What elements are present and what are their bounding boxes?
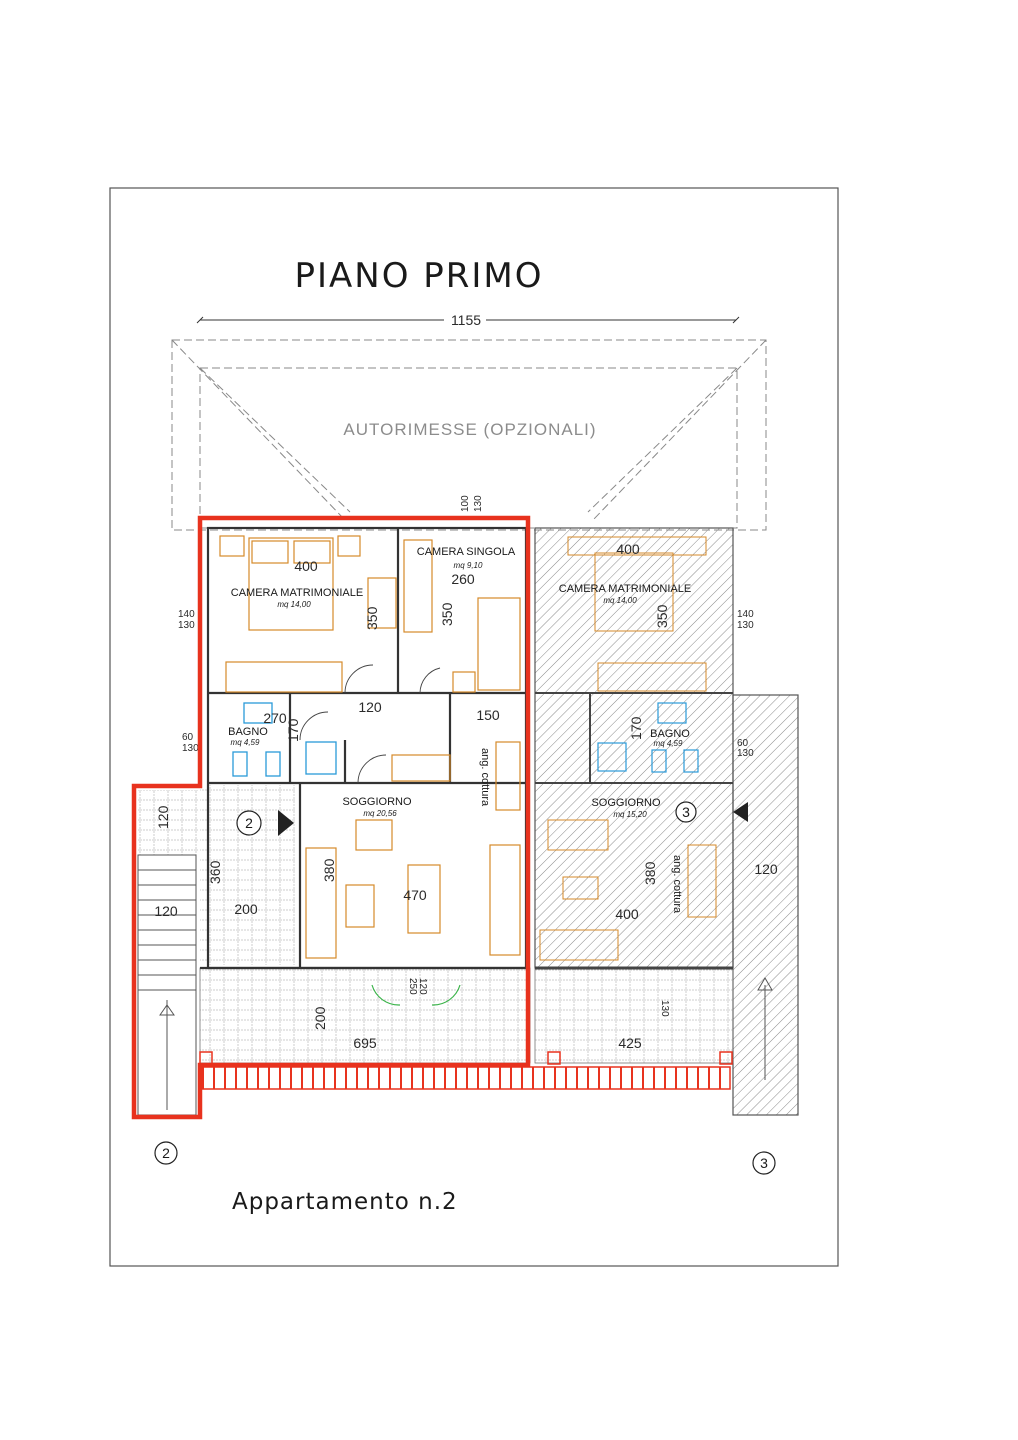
apt3-bath-area: mq 4,59 [654, 739, 683, 748]
apt2-interior-door-swings [299, 664, 441, 784]
apt2-living-area: mq 20,56 [363, 809, 397, 818]
railing-post-right [719, 1051, 733, 1065]
apt2-furniture [219, 535, 521, 959]
garage-label: AUTORIMESSE (OPZIONALI) [343, 420, 596, 439]
apt2-bath-name: BAGNO [228, 726, 268, 738]
balcony-railing [199, 1066, 731, 1090]
apt3-living-name: SOGGIORNO [591, 797, 661, 809]
apt2-porch-height: 360 [207, 860, 223, 884]
apt3-terrace-width: 425 [618, 1035, 642, 1051]
apt2-living-height: 380 [321, 858, 337, 882]
apt3-win-right-top: 140 [737, 609, 754, 620]
apt2-bed-height: 350 [364, 606, 380, 630]
apt2-bath-height: 170 [285, 718, 301, 742]
stair-marker-3-label: 3 [760, 1155, 768, 1171]
apt3-bed-width: 400 [616, 541, 640, 557]
apt2-hall-width: 120 [358, 699, 382, 715]
apt3-door-dim: 130 [659, 1000, 670, 1017]
apt2-single-name: CAMERA SINGOLA [417, 546, 516, 558]
apartment-2-outline [131, 515, 531, 1120]
apt2-bedroom-name: CAMERA MATRIMONIALE [231, 587, 363, 599]
apt2-door-swings [371, 984, 461, 1006]
apt3-living-width: 400 [615, 906, 639, 922]
apt3-win-bath-bot: 130 [737, 748, 754, 759]
apt3-living-height: 380 [642, 861, 658, 885]
apt2-bedroom-area: mq 14,00 [277, 600, 311, 609]
apt2-single-width: 260 [451, 571, 475, 587]
top-notch-dim-2: 130 [473, 495, 484, 512]
apt2-bath-width: 270 [263, 710, 287, 726]
apt2-kitchen-label: ang. cottura [479, 748, 491, 807]
apt2-stair-width: 120 [154, 903, 178, 919]
sheet-frame [109, 187, 839, 1267]
apt2-single-height: 350 [439, 602, 455, 626]
apt2-number-inner: 2 [245, 815, 253, 831]
apt2-stair-landing: 120 [155, 805, 171, 829]
apartment-caption: Appartamento n.2 [232, 1189, 458, 1215]
apt3-bedroom-name: CAMERA MATRIMONIALE [559, 583, 691, 595]
apt3-bedroom-area: mq 14,00 [603, 596, 637, 605]
apt3-win-bath-top: 60 [737, 738, 749, 749]
apt2-terrace-width: 695 [353, 1035, 377, 1051]
apt2-win-bath-bot: 130 [182, 743, 199, 754]
stair-marker-3: 3 [752, 1151, 776, 1175]
stair-marker-2: 2 [154, 1141, 178, 1165]
apt2-bath-area: mq 4,59 [231, 738, 260, 747]
apt3-stair-width: 120 [754, 861, 778, 877]
apartment-2-block: CAMERA MATRIMONIALE mq 14,00 CAMERA SING… [137, 526, 531, 1116]
apt3-bath-name: BAGNO [650, 728, 690, 740]
apt2-living-width: 470 [403, 887, 427, 903]
railing-post-mid [547, 1051, 561, 1065]
apt2-door-dim-b: 250 [407, 978, 418, 995]
apartment-3-block: CAMERA MATRIMONIALE mq 14,00 BAGNO mq 4,… [534, 527, 799, 1116]
overall-dimension: 1155 [196, 312, 740, 328]
apt2-win-bath-top: 60 [182, 732, 194, 743]
apt2-porch-width: 200 [234, 901, 258, 917]
apt2-single-area: mq 9,10 [454, 561, 483, 570]
page-title: PIANO PRIMO [294, 256, 543, 296]
apt3-bed-height: 350 [654, 604, 670, 628]
apt2-win-left-top: 140 [178, 609, 195, 620]
overall-width-label: 1155 [451, 312, 481, 328]
apt2-bed-width: 400 [294, 558, 318, 574]
apt3-number-marker: 3 [675, 801, 748, 823]
apt2-door-dim-a: 120 [417, 978, 428, 995]
apt2-stair [137, 854, 197, 1116]
apt3-kitchen-label: ang. cottura [671, 855, 683, 914]
apt2-terrace-height: 200 [312, 1006, 328, 1030]
apt3-number-inner: 3 [682, 804, 690, 820]
apt2-win-left-bot: 130 [178, 620, 195, 631]
apt3-bath-height: 170 [628, 716, 644, 740]
stair-marker-2-label: 2 [162, 1145, 170, 1161]
apt3-stair-arrow [757, 977, 773, 1080]
apt3-living-area: mq 15,20 [613, 810, 647, 819]
apt3-win-right-bot: 130 [737, 620, 754, 631]
garage-roof-outline [171, 339, 767, 531]
top-notch-dim-1: 100 [460, 495, 471, 512]
apt2-living-name: SOGGIORNO [342, 796, 412, 808]
apt2-number-marker: 2 [236, 810, 294, 836]
apt2-hall2-width: 150 [476, 707, 500, 723]
apt2-bath-fixtures [232, 702, 337, 777]
